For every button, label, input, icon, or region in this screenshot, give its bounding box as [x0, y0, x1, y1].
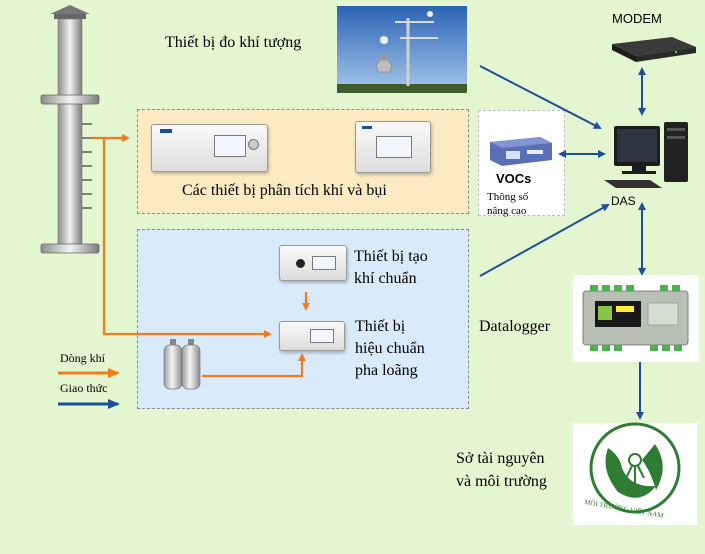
vocs-label: VOCs [496, 171, 532, 186]
protocol-calibration-to-das [479, 204, 610, 277]
dilution-label-1: Thiết bị [355, 318, 406, 335]
das-label: DAS [611, 194, 636, 208]
computer-icon [604, 122, 688, 188]
weather-station-icon [337, 6, 467, 93]
dust-analyzer-icon [355, 121, 431, 173]
weather-station-label: Thiết bị đo khí tượng [165, 34, 302, 51]
modem-icon [612, 37, 696, 62]
dilution-label-2: hiệu chuẩn [355, 340, 425, 357]
environment-logo-icon [573, 422, 697, 525]
standard-generator-label-1: Thiết bị tạo [354, 248, 428, 265]
authority-label-1: Sở tài nguyên [456, 450, 545, 467]
standard-generator-label-2: khí chuẩn [354, 270, 417, 287]
modem-label: MODEM [612, 11, 662, 26]
authority-label-2: và môi trường [456, 473, 547, 490]
analyzers-label: Các thiết bị phân tích khí và bụi [182, 182, 387, 199]
dilution-label-3: pha loãng [355, 362, 418, 379]
datalogger-label: Datalogger [479, 318, 551, 335]
vocs-sub-label-1: Thông số [487, 191, 529, 203]
legend-gas-flow-label: Dòng khí [60, 351, 105, 365]
vocs-sub-label-2: nâng cao [487, 205, 527, 217]
sampling-mast-icon [40, 5, 100, 254]
protocol-weather-to-das [479, 65, 602, 129]
standard-gas-generator-icon [279, 245, 347, 281]
flow-mast-to-dilution [102, 138, 272, 338]
gas-analyzer-icon [151, 124, 268, 172]
gas-cylinder-icon [163, 339, 201, 390]
vocs-instrument-icon [490, 137, 552, 166]
legend-protocol-label: Giao thức [60, 381, 108, 395]
flow-cylinder-to-dilution [202, 353, 306, 378]
dilution-calibrator-icon [279, 321, 345, 351]
datalogger-icon [573, 275, 699, 362]
